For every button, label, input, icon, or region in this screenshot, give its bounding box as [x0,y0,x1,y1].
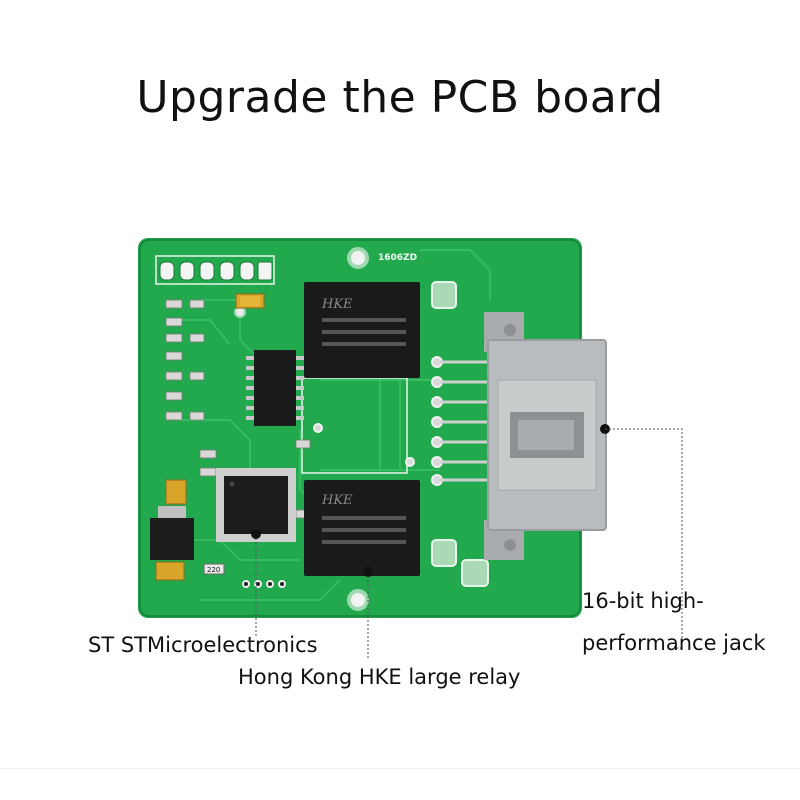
capacitor-marking: 220 [207,566,220,574]
relay-top: HKE [304,282,420,378]
mounting-hole [347,589,369,611]
connector-jack [484,312,610,560]
relay-callout-label: Hong Kong HKE large relay [238,665,521,689]
relay-callout-dot [363,567,373,577]
relay-bottom: HKE [304,480,420,576]
chip-callout-dot [251,529,261,539]
relay-brand-bottom: HKE [321,493,353,508]
soic-chip [246,350,304,426]
silkscreen-code: 1606ZD [378,253,417,263]
jack-callout-line1: 16-bit high- [582,589,704,613]
jack-callout-label: 16-bit high- performance jack [582,580,766,664]
chip-callout-label: ST STMicroelectronics [88,633,318,657]
header-pads [159,261,273,281]
bottom-divider [0,768,800,769]
mounting-hole [347,247,369,269]
st-microcontroller [216,468,296,542]
relay-brand-top: HKE [321,297,353,312]
callout-lines [255,428,683,660]
jack-callout-line2: performance jack [582,631,766,655]
page-title: Upgrade the PCB board [136,72,664,123]
